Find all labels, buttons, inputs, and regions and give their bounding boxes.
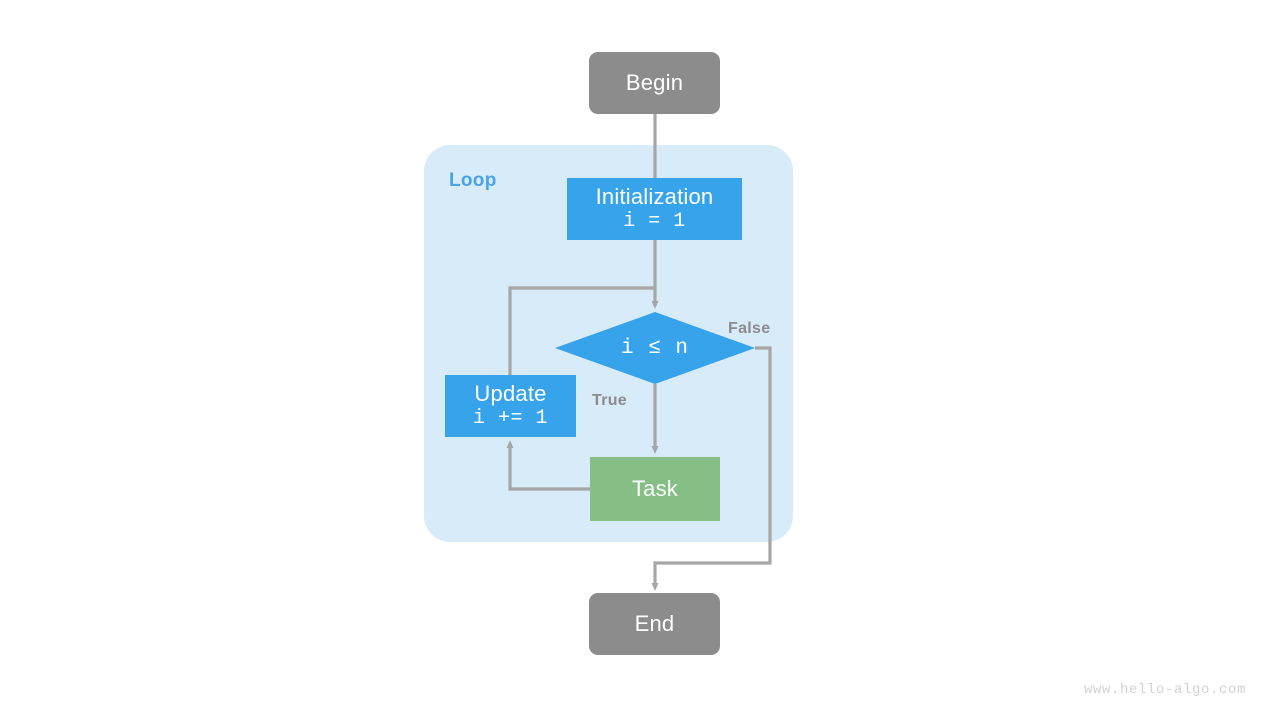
edge-label-false: False [728,320,771,337]
watermark: www.hello-algo.com [1083,682,1246,698]
node-decision-code: i ≤ n [620,336,689,360]
edge-update-to-decision [508,286,656,375]
node-initialization-code: i = 1 [623,209,686,233]
node-update-code: i += 1 [472,406,548,430]
node-update[interactable]: Update i += 1 [445,375,576,437]
node-begin-label: Begin [625,69,684,95]
node-task[interactable]: Task [590,457,720,521]
node-task-label: Task [631,475,679,501]
edge-task-to-update [506,440,590,491]
node-end[interactable]: End [589,593,720,655]
loop-group-label: Loop [449,170,497,191]
node-decision[interactable]: i ≤ n [555,312,755,384]
node-begin[interactable]: Begin [589,52,720,114]
node-update-title: Update [474,380,547,406]
node-end-label: End [634,610,675,636]
edge-label-true: True [592,392,627,409]
node-initialization-title: Initialization [595,183,714,209]
node-initialization[interactable]: Initialization i = 1 [567,178,742,240]
edge-decision-to-end [651,346,772,591]
